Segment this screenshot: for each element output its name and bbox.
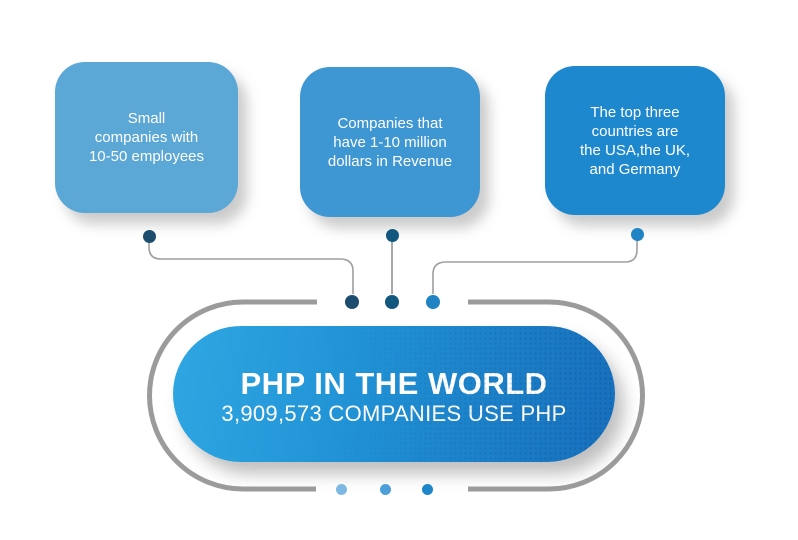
info-box-countries: The top three countries are the USA,the … [545, 66, 725, 215]
php-summary-pill: PHP IN THE WORLD 3,909,573 COMPANIES USE… [173, 326, 615, 462]
stadium-outline-left [146, 299, 317, 492]
info-box-small-companies: Small companies with 10-50 employees [55, 62, 238, 213]
pill-subtitle: 3,909,573 COMPANIES USE PHP [221, 400, 567, 426]
decorative-dot-bottom-3 [421, 483, 433, 495]
info-box-label: Small companies with 10-50 employees [88, 110, 205, 165]
connector-dot-anchor-right [426, 295, 440, 309]
connector-dot-top-left [142, 229, 156, 243]
info-box-label: Companies that have 1-10 million dollars… [327, 114, 453, 170]
connector-dot-anchor-left [345, 295, 359, 309]
info-box-revenue: Companies that have 1-10 million dollars… [300, 67, 480, 217]
decorative-dot-bottom-2 [379, 483, 391, 495]
connector-dot-top-middle [385, 228, 399, 242]
connector-line-right [432, 240, 638, 294]
decorative-dot-bottom-1 [336, 483, 347, 495]
connector-dot-top-right [630, 227, 644, 241]
stadium-outline-right [468, 299, 646, 492]
pill-title: PHP IN THE WORLD [240, 365, 548, 401]
info-box-label: The top three countries are the USA,the … [579, 103, 691, 178]
connector-dot-anchor-middle [385, 295, 399, 309]
connector-line-left [148, 241, 354, 294]
